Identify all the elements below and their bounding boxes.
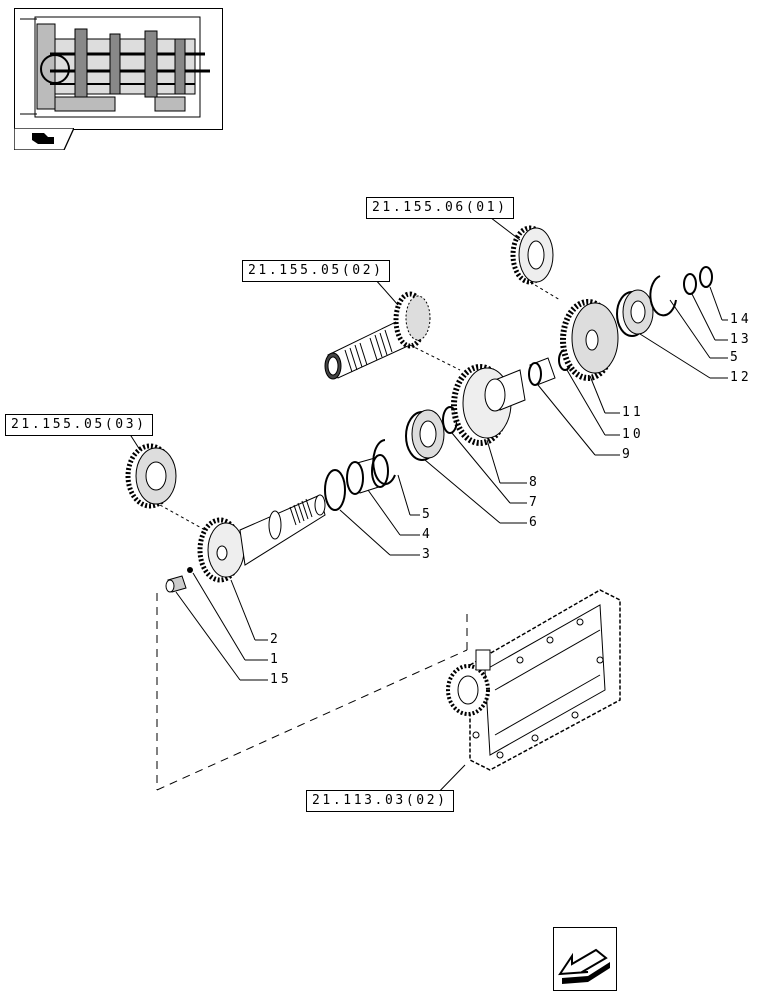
- bushing-part-9: [528, 357, 556, 386]
- leader-line: [529, 281, 561, 301]
- oring-part-1: [187, 567, 193, 573]
- ring-part-14: [699, 266, 713, 288]
- housing-cover-21-113-03-02: [446, 589, 621, 771]
- callout-15: 15: [270, 672, 292, 687]
- callout-9: 9: [622, 447, 633, 462]
- bushing-part-4: [346, 454, 389, 495]
- plug-part-15: [165, 575, 187, 593]
- gear-21-155-05-03: [125, 443, 177, 509]
- previous-page-arrow-icon: [558, 948, 610, 984]
- callout-3: 3: [422, 547, 433, 562]
- gear-21-155-06-01: [510, 225, 554, 285]
- leader-lines: [123, 207, 728, 801]
- ref-21-113-03-02[interactable]: 21.113.03(02): [306, 790, 454, 812]
- callout-14: 14: [730, 312, 752, 327]
- thumbnail-tab[interactable]: [13, 127, 76, 151]
- callout-11: 11: [622, 405, 644, 420]
- ref-21-155-06-01[interactable]: 21.155.06(01): [366, 197, 514, 219]
- gear-part-8: [451, 364, 526, 446]
- previous-page-button[interactable]: [553, 927, 617, 991]
- callout-1: 1: [270, 652, 281, 667]
- transmission-thumbnail-icon: [20, 16, 210, 118]
- main-shaft-gear: [197, 494, 326, 583]
- callout-2: 2: [270, 632, 281, 647]
- callout-12: 12: [730, 370, 752, 385]
- bearing-part-6: [405, 409, 445, 461]
- snap-ring-part-5: [372, 439, 396, 485]
- callout-13: 13: [730, 332, 752, 347]
- callout-5-upper: 5: [730, 350, 741, 365]
- snap-ring-part-5-upper: [649, 275, 677, 317]
- ring-part-13: [683, 273, 697, 295]
- bearing-part-12: [616, 289, 654, 337]
- callout-4: 4: [422, 527, 433, 542]
- callout-8: 8: [529, 475, 540, 490]
- callout-5-lower: 5: [422, 507, 433, 522]
- gear-part-11: [560, 299, 619, 381]
- ref-21-155-05-02[interactable]: 21.155.05(02): [242, 260, 390, 282]
- ref-21-155-05-03[interactable]: 21.155.05(03): [5, 414, 153, 436]
- shaft-21-155-05-02: [324, 291, 431, 380]
- book-arrow-icon: [13, 127, 76, 151]
- overview-thumbnail[interactable]: [14, 8, 223, 130]
- callout-7: 7: [529, 495, 540, 510]
- ring-part-3: [324, 469, 346, 511]
- callout-10: 10: [622, 427, 644, 442]
- callout-6: 6: [529, 515, 540, 530]
- assembly-lines: [156, 593, 468, 791]
